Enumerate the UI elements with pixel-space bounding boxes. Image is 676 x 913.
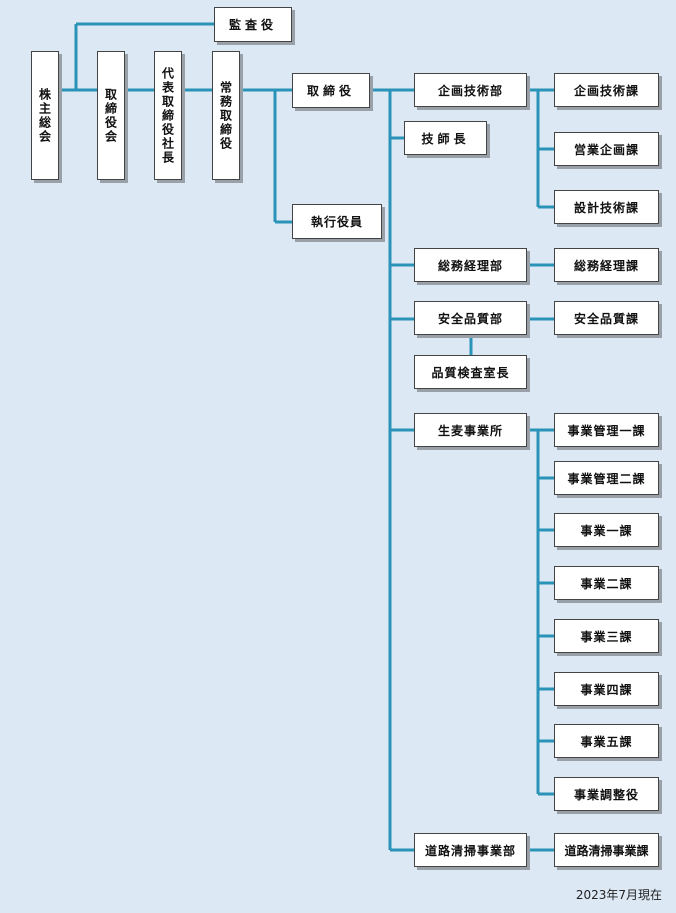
node-business-management-1: 事業管理一課 [554,413,659,447]
node-torishimariyaku-kai: 取締役会 [97,51,125,180]
node-safety-quality-dept: 安全品質部 [414,301,527,335]
node-business-3: 事業三課 [554,619,659,653]
as-of-date: 2023年7月現在 [575,888,662,902]
node-business-2: 事業二課 [554,566,659,600]
node-auditor: 監査役 [214,7,292,42]
node-planning-technology-section: 企画技術課 [554,73,659,107]
node-namamugi-office: 生麦事業所 [414,413,527,447]
node-executive-officer: 執行役員 [292,204,382,239]
node-quality-inspection-head: 品質検査室長 [414,355,527,389]
node-chief-engineer: 技師長 [404,121,487,155]
node-business-management-2: 事業管理二課 [554,461,659,495]
node-design-technology-section: 設計技術課 [554,190,659,224]
node-representative-director: 代表取締役社長 [154,51,182,180]
node-business-4: 事業四課 [554,672,659,706]
node-business-coordinator: 事業調整役 [554,777,659,811]
node-planning-technology-dept: 企画技術部 [414,73,527,107]
node-safety-quality-section: 安全品質課 [554,301,659,335]
node-business-1: 事業一課 [554,513,659,547]
node-business-5: 事業五課 [554,724,659,758]
node-sales-planning-section: 営業企画課 [554,132,659,166]
node-kabunushi-sokai: 株主総会 [31,51,59,180]
node-director: 取締役 [292,73,370,108]
node-general-affairs-dept: 総務経理部 [414,248,527,282]
node-road-cleaning-division: 道路清掃事業部 [414,833,527,867]
node-managing-director: 常務取締役 [212,51,240,180]
node-road-cleaning-section: 道路清掃事業課 [554,833,659,867]
node-general-affairs-section: 総務経理課 [554,248,659,282]
